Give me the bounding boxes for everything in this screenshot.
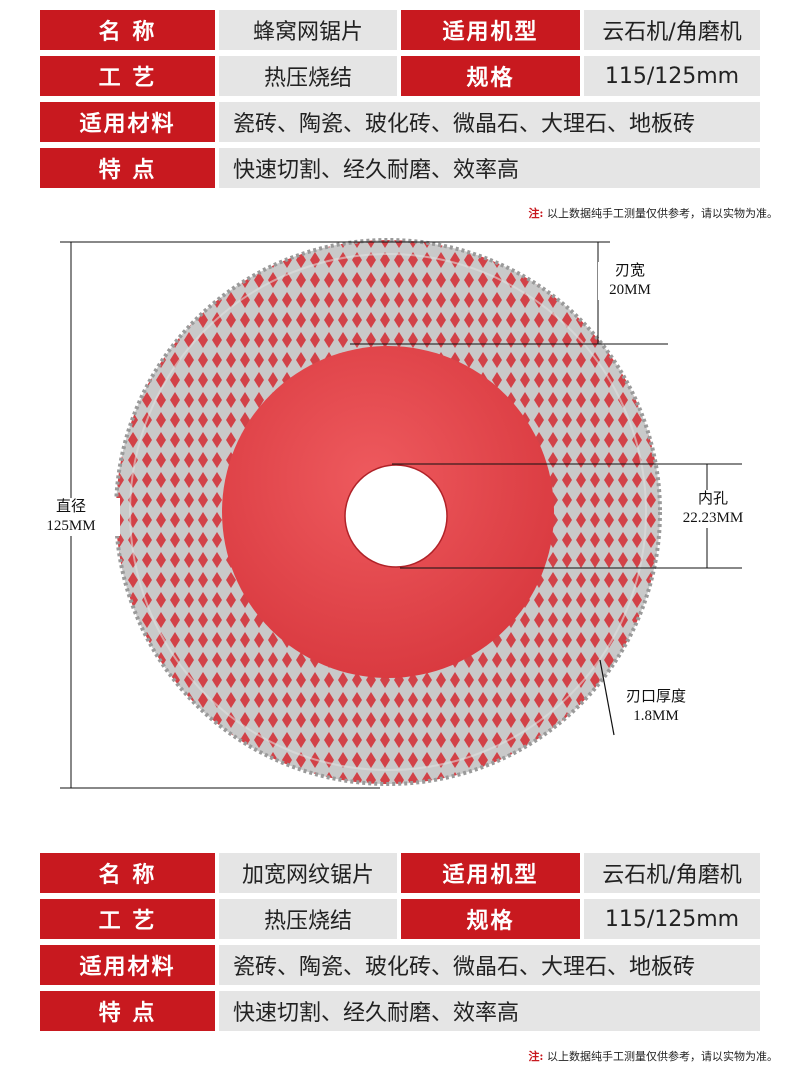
- note-text: 以上数据纯手工测量仅供参考，请以实物为准。: [547, 207, 778, 220]
- spec-row-feature: 特 点 快速切割、经久耐磨、效率高: [40, 148, 760, 188]
- spec-row-name: 名 称 加宽网纹锯片 适用机型 云石机/角磨机: [40, 853, 760, 893]
- bore-label: 内孔 22.23MM: [664, 490, 762, 528]
- spec-label: 规格: [401, 899, 580, 939]
- name-value: 加宽网纹锯片: [219, 853, 397, 893]
- spec-row-material: 适用材料 瓷砖、陶瓷、玻化砖、微晶石、大理石、地板砖: [40, 102, 760, 142]
- edge-pointer: [599, 659, 615, 736]
- bottom-disclaimer: 注: 以上数据纯手工测量仅供参考，请以实物为准。: [528, 1048, 778, 1064]
- blade-width-name: 刃宽: [614, 263, 645, 279]
- bore-name: 内孔: [697, 491, 728, 507]
- material-label: 适用材料: [40, 945, 215, 985]
- note-prefix: 注:: [528, 1050, 544, 1063]
- bottom-spec-table: 名 称 加宽网纹锯片 适用机型 云石机/角磨机 工 艺 热压烧结 规格 115/…: [40, 853, 760, 1033]
- material-value: 瓷砖、陶瓷、玻化砖、微晶石、大理石、地板砖: [219, 102, 760, 142]
- name-value: 蜂窝网锯片: [219, 10, 397, 50]
- edge-value: 1.8MM: [633, 708, 679, 724]
- material-label: 适用材料: [40, 102, 215, 142]
- spec-row-process: 工 艺 热压烧结 规格 115/125mm: [40, 899, 760, 939]
- diameter-name: 直径: [55, 499, 86, 515]
- spec-row-material: 适用材料 瓷砖、陶瓷、玻化砖、微晶石、大理石、地板砖: [40, 945, 760, 985]
- model-label: 适用机型: [401, 10, 580, 50]
- material-value: 瓷砖、陶瓷、玻化砖、微晶石、大理石、地板砖: [219, 945, 760, 985]
- blade-diagram: 刃宽 20MM 直径 125MM 内孔 22.23MM 刃口厚度 1.8MM: [0, 210, 800, 810]
- spec-row-name: 名 称 蜂窝网锯片 适用机型 云石机/角磨机: [40, 10, 760, 50]
- name-label: 名 称: [40, 10, 215, 50]
- spec-row-feature: 特 点 快速切割、经久耐磨、效率高: [40, 991, 760, 1031]
- feature-value: 快速切割、经久耐磨、效率高: [219, 148, 760, 188]
- blade-width-value: 20MM: [609, 282, 651, 298]
- process-label: 工 艺: [40, 56, 215, 96]
- mesh-highlight: [129, 253, 647, 771]
- blade-width-label: 刃宽 20MM: [598, 262, 662, 300]
- top-disclaimer: 注: 以上数据纯手工测量仅供参考，请以实物为准。: [528, 205, 778, 221]
- spec-label: 规格: [401, 56, 580, 96]
- diameter-value: 125MM: [46, 518, 96, 534]
- model-label: 适用机型: [401, 853, 580, 893]
- edge-name: 刃口厚度: [625, 689, 686, 705]
- feature-value: 快速切割、经久耐磨、效率高: [219, 991, 760, 1031]
- edge-thickness-label: 刃口厚度 1.8MM: [614, 688, 698, 726]
- feature-label: 特 点: [40, 991, 215, 1031]
- note-text: 以上数据纯手工测量仅供参考，请以实物为准。: [547, 1050, 778, 1063]
- model-value: 云石机/角磨机: [584, 10, 760, 50]
- spec-value: 115/125mm: [584, 56, 760, 96]
- bore-hole: [344, 464, 448, 568]
- name-label: 名 称: [40, 853, 215, 893]
- top-spec-table: 名 称 蜂窝网锯片 适用机型 云石机/角磨机 工 艺 热压烧结 规格 115/1…: [40, 10, 760, 190]
- spec-row-process: 工 艺 热压烧结 规格 115/125mm: [40, 56, 760, 96]
- process-value: 热压烧结: [219, 899, 397, 939]
- process-label: 工 艺: [40, 899, 215, 939]
- bore-value: 22.23MM: [682, 510, 744, 526]
- model-value: 云石机/角磨机: [584, 853, 760, 893]
- feature-label: 特 点: [40, 148, 215, 188]
- process-value: 热压烧结: [219, 56, 397, 96]
- diameter-label: 直径 125MM: [22, 498, 120, 536]
- spec-value: 115/125mm: [584, 899, 760, 939]
- note-prefix: 注:: [528, 207, 544, 220]
